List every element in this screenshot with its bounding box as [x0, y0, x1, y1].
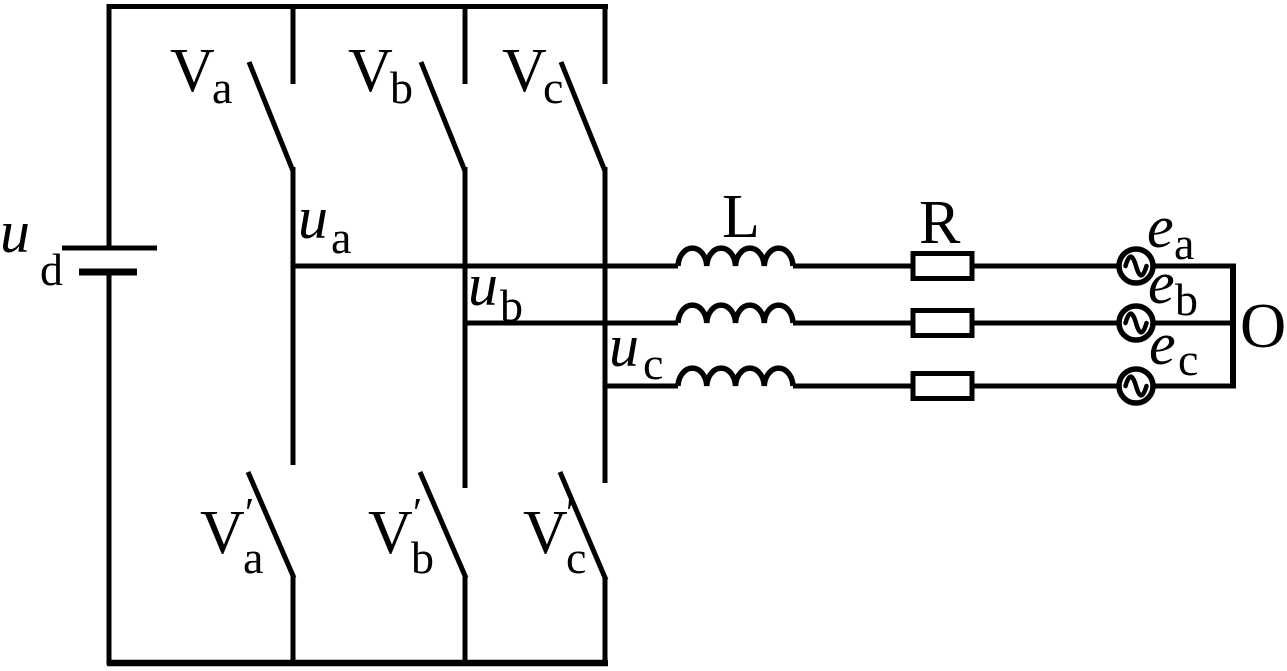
switch-Vb-prime-label-base: V: [368, 499, 413, 567]
inductor-label: L: [722, 183, 760, 251]
node-uc-label-base: u: [609, 313, 639, 379]
ac-source-a-sine-icon: [1123, 254, 1149, 278]
switch-Vb-label-base: V: [348, 37, 393, 105]
switch-Va-label-base: V: [170, 37, 215, 105]
phase-leg-b: [417, 4, 469, 664]
switch-Va-blade-icon: [246, 61, 296, 172]
resistor-label: R: [919, 189, 961, 257]
emf-ec-label-base: e: [1149, 311, 1176, 377]
switch-Vb-prime-label-prime: ′: [413, 491, 422, 537]
switch-Vc-blade-icon: [558, 61, 608, 172]
ac-source-b-sine-icon: [1123, 311, 1149, 335]
switch-Vc-prime-label-prime: ′: [566, 491, 575, 537]
switch-Va-prime-label-base: V: [200, 499, 245, 567]
node-ua-label-base: u: [298, 185, 328, 251]
switch-Vc-label-base: V: [502, 37, 547, 105]
switch-Va-label-sub: a: [212, 62, 232, 113]
phase-leg-a: [245, 4, 297, 664]
resistor-c-icon: [910, 371, 975, 401]
switch-Vb-prime-blade-icon: [417, 471, 469, 579]
emf-ec-label-sub: c: [1178, 334, 1198, 385]
phase-leg-c: [557, 4, 609, 664]
labels: u d V a V b V c V ′ a V ′ b V ′ c u a u …: [0, 37, 1286, 583]
phase-c-branch: [605, 365, 1235, 406]
switch-Va-prime-label-sub: a: [243, 532, 263, 583]
dc-source-label-sub: d: [40, 244, 63, 295]
node-uc-label-sub: c: [643, 338, 663, 389]
node-ua-label-sub: a: [331, 212, 351, 263]
neutral-point-label: O: [1240, 290, 1286, 361]
resistor-a-icon: [910, 251, 975, 281]
emf-ea-label-base: e: [1147, 194, 1174, 260]
switch-Va-prime-blade-icon: [245, 471, 297, 579]
emf-eb-label-base: e: [1148, 250, 1175, 316]
switch-Vb-label-sub: b: [390, 62, 413, 113]
battery-icon: [62, 245, 157, 276]
switch-Vb-blade-icon: [418, 61, 468, 172]
emf-eb-label-sub: b: [1175, 274, 1198, 325]
resistor-b-icon: [910, 308, 975, 338]
switch-Vc-label-sub: c: [543, 62, 563, 113]
node-ub-label-base: u: [468, 252, 498, 318]
phase-a-branch: [293, 245, 1235, 286]
dc-source-label-base: u: [0, 199, 30, 265]
switch-Vb-prime-label-sub: b: [411, 532, 434, 583]
inductor-b-icon: [675, 302, 796, 324]
switch-Va-prime-label-prime: ′: [245, 491, 254, 537]
inductor-c-icon: [675, 365, 796, 387]
ac-source-c-sine-icon: [1123, 374, 1149, 398]
switch-Vc-prime-label-sub: c: [566, 532, 586, 583]
switch-Vc-prime-label-base: V: [523, 499, 568, 567]
phase-b-branch: [465, 302, 1235, 343]
node-ub-label-sub: b: [500, 280, 523, 331]
emf-ea-label-sub: a: [1174, 218, 1194, 269]
switch-Vc-prime-blade-icon: [557, 471, 609, 581]
inductor-a-icon: [675, 245, 796, 267]
dc-link-frame: [62, 4, 608, 667]
